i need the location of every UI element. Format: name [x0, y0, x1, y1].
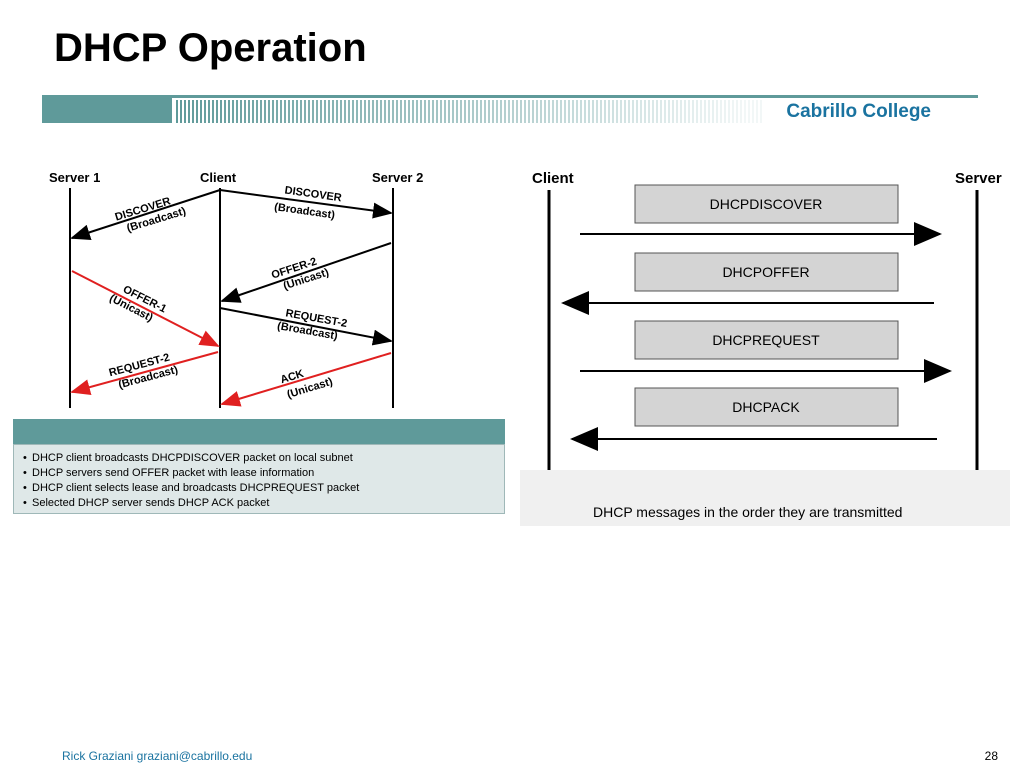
discover-arrow-to-server2 — [219, 189, 393, 219]
page-number: 28 — [984, 749, 998, 763]
note-item: DHCP client selects lease and broadcasts… — [23, 481, 504, 496]
note-item: Selected DHCP server sends DHCP ACK pack… — [23, 496, 504, 511]
diagram-caption: DHCP messages in the order they are tran… — [593, 504, 902, 520]
dhcpdiscover-box — [634, 184, 899, 224]
ack-arrow — [220, 352, 392, 407]
caption-background — [520, 470, 1010, 526]
dhcpack-label: DHCPACK — [732, 399, 800, 415]
request2-arrow-to-server2 — [219, 307, 393, 346]
msg-label: DISCOVER — [284, 184, 343, 204]
request2-arrow-to-server1 — [70, 351, 219, 395]
footer-author: Rick Graziani graziani@cabrillo.edu — [62, 749, 253, 763]
server-label: Server — [955, 170, 1002, 187]
right-message-diagram: Client Server DHCPDISCOVER DHCPOFFER DHC… — [520, 170, 1010, 526]
note-item: DHCP servers send OFFER packet with leas… — [23, 466, 504, 481]
dhcpoffer-box — [634, 252, 899, 292]
dhcpdiscover-label: DHCPDISCOVER — [710, 196, 823, 212]
notes-body: DHCP client broadcasts DHCPDISCOVER pack… — [13, 444, 505, 514]
dhcprequest-label: DHCPREQUEST — [712, 332, 820, 348]
page-title: DHCP Operation — [54, 26, 367, 70]
dhcpack-box — [634, 387, 899, 427]
left-sequence-diagram: Server 1 Client Server 2 DISCOVER (Broad… — [49, 170, 423, 408]
notes-header — [13, 419, 505, 444]
client-label: Client — [532, 170, 574, 187]
offer1-arrow — [71, 270, 220, 347]
server2-label: Server 2 — [372, 170, 423, 185]
note-item: DHCP client broadcasts DHCPDISCOVER pack… — [23, 451, 504, 466]
brand-logo: Cabrillo College — [786, 101, 931, 122]
server1-label: Server 1 — [49, 170, 100, 185]
header-banner — [42, 95, 978, 123]
client-label: Client — [200, 170, 237, 185]
dhcprequest-box — [634, 320, 899, 360]
offer2-arrow — [220, 242, 392, 303]
discover-arrow-to-server1 — [70, 189, 221, 241]
notes-panel: DHCP client broadcasts DHCPDISCOVER pack… — [13, 419, 505, 516]
dhcpoffer-label: DHCPOFFER — [722, 264, 809, 280]
